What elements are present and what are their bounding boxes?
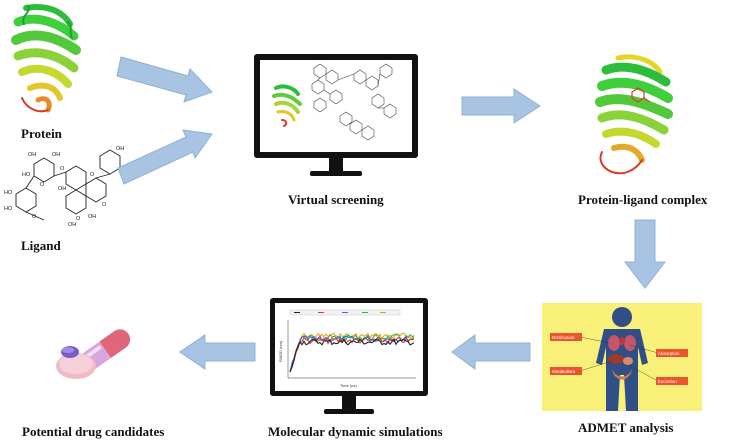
drug-label: Potential drug candidates [22,424,164,440]
arrow-icon [180,335,255,369]
organ-label: Absorption [658,351,680,356]
md-x-axis-label: Time (ns) [340,383,357,388]
organ-label: Excretion [658,379,677,384]
arrow-icon [625,220,665,288]
monitor-icon [254,54,418,184]
organ-label: Metabolism [552,369,575,374]
arrow-icon [462,89,540,123]
md-monitor-icon: Time (ns) RMSD (nm) [270,298,428,422]
pill-capsules-icon [52,318,138,388]
complex-label: Protein-ligand complex [578,192,707,208]
complex-ribbon-icon [588,52,680,182]
arrow-icon [118,130,212,184]
admet-label: ADMET analysis [578,420,673,436]
admet-panel: Distribution Absorption Metabolism Excre… [542,303,702,411]
md-legend [290,310,400,315]
organ-label: Distribution [552,335,575,340]
virtual-screening-label: Virtual screening [288,192,384,208]
arrow-icon [117,57,212,102]
md-label: Molecular dynamic simulations [268,424,443,440]
md-y-axis-label: RMSD (nm) [278,340,283,362]
arrow-icon [452,335,530,369]
